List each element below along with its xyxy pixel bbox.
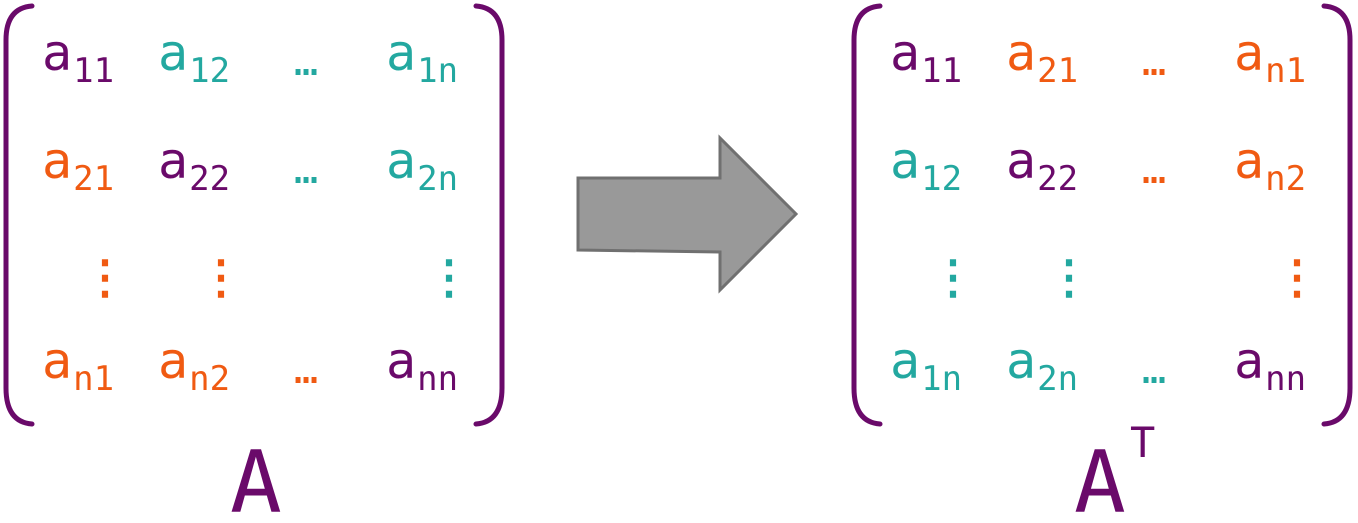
element-symbol: a: [1234, 24, 1265, 82]
element-subscript: nn: [1265, 359, 1307, 399]
element-symbol: a: [890, 332, 921, 390]
element-symbol: a: [1006, 24, 1037, 82]
element-subscript: n2: [189, 359, 231, 399]
right-arrow-icon: [576, 134, 799, 294]
matrix-a-label: A: [230, 433, 282, 523]
element-symbol: a: [158, 24, 189, 82]
element-symbol: a: [1234, 332, 1265, 390]
element-subscript: 1n: [921, 359, 963, 399]
element-symbol: a: [158, 332, 189, 390]
element-symbol: a: [1234, 132, 1265, 190]
element-subscript: 1n: [417, 51, 459, 91]
element-subscript: n2: [1265, 159, 1307, 199]
vertical-ellipsis: ⋮: [1274, 250, 1320, 304]
element-subscript: 12: [189, 51, 231, 91]
element-subscript: 22: [189, 159, 231, 199]
left-bracket: [851, 3, 883, 427]
horizontal-ellipsis: …: [294, 347, 319, 393]
matrix-cell: a21: [42, 136, 114, 196]
horizontal-ellipsis: …: [1142, 347, 1167, 393]
horizontal-ellipsis: …: [1142, 147, 1167, 193]
horizontal-ellipsis: …: [1142, 39, 1167, 85]
matrix-cell: a22: [158, 136, 230, 196]
matrix-cell: a2n: [386, 136, 458, 196]
vertical-ellipsis: ⋮: [198, 250, 244, 304]
element-subscript: 21: [1037, 51, 1079, 91]
element-subscript: 21: [73, 159, 115, 199]
element-symbol: a: [42, 332, 73, 390]
matrix-cell: a1n: [890, 336, 962, 396]
vertical-ellipsis: ⋮: [1046, 250, 1092, 304]
element-symbol: a: [386, 332, 417, 390]
vertical-ellipsis: ⋮: [82, 250, 128, 304]
element-subscript: 22: [1037, 159, 1079, 199]
left-bracket: [3, 3, 35, 427]
matrix-cell: an1: [1234, 28, 1306, 88]
element-symbol: a: [890, 24, 921, 82]
element-symbol: a: [890, 132, 921, 190]
element-subscript: 2n: [417, 159, 459, 199]
matrix-a-brackets: [3, 3, 505, 427]
vertical-ellipsis: ⋮: [426, 250, 472, 304]
matrix-cell: a11: [42, 28, 114, 88]
element-subscript: nn: [417, 359, 459, 399]
element-symbol: a: [386, 24, 417, 82]
matrix-cell: a21: [1006, 28, 1078, 88]
horizontal-ellipsis: …: [294, 147, 319, 193]
element-symbol: a: [42, 24, 73, 82]
matrix-cell: a12: [158, 28, 230, 88]
matrix-cell: a22: [1006, 136, 1078, 196]
matrix-at-label-superscript: T: [1130, 418, 1156, 467]
matrix-cell: an2: [158, 336, 230, 396]
right-bracket: [473, 3, 505, 427]
element-subscript: 11: [73, 51, 115, 91]
matrix-cell: an1: [42, 336, 114, 396]
matrix-at-brackets: [851, 3, 1353, 427]
element-subscript: 12: [921, 159, 963, 199]
horizontal-ellipsis: …: [294, 39, 319, 85]
element-symbol: a: [42, 132, 73, 190]
element-subscript: 2n: [1037, 359, 1079, 399]
element-symbol: a: [1006, 132, 1037, 190]
right-bracket: [1321, 3, 1353, 427]
element-subscript: n1: [1265, 51, 1307, 91]
matrix-cell: ann: [1234, 336, 1306, 396]
vertical-ellipsis: ⋮: [930, 250, 976, 304]
matrix-cell: a11: [890, 28, 962, 88]
matrix-cell: a12: [890, 136, 962, 196]
matrix-cell: a2n: [1006, 336, 1078, 396]
matrix-cell: ann: [386, 336, 458, 396]
element-symbol: a: [158, 132, 189, 190]
element-symbol: a: [1006, 332, 1037, 390]
matrix-at-label-base: A: [1074, 433, 1126, 523]
matrix-cell: an2: [1234, 136, 1306, 196]
element-symbol: a: [386, 132, 417, 190]
matrix-cell: a1n: [386, 28, 458, 88]
element-subscript: n1: [73, 359, 115, 399]
element-subscript: 11: [921, 51, 963, 91]
